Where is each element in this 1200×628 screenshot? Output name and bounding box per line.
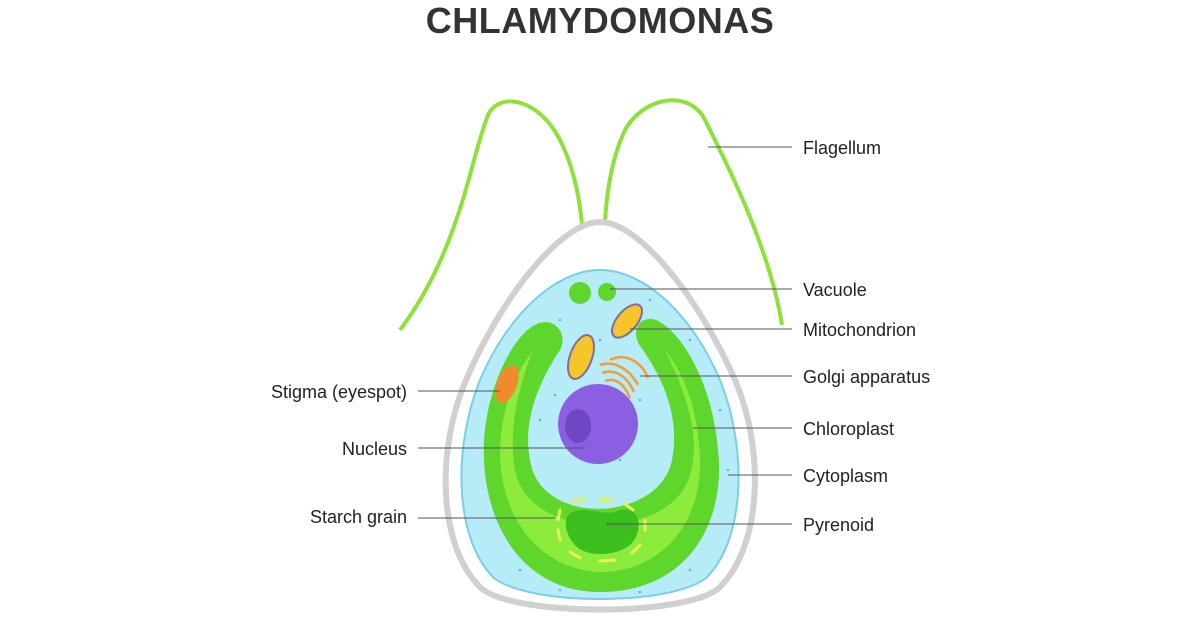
flagellum-left bbox=[398, 99, 588, 332]
mitochondrion bbox=[611, 303, 643, 339]
label-mitochondrion: Mitochondrion bbox=[803, 320, 916, 340]
stigma bbox=[495, 364, 519, 404]
vacuole bbox=[598, 283, 616, 301]
label-golgi: Golgi apparatus bbox=[803, 367, 930, 387]
diagram-title: CHLAMYDOMONAS bbox=[425, 0, 775, 41]
pyrenoid bbox=[565, 509, 639, 554]
label-chloroplast: Chloroplast bbox=[803, 419, 894, 439]
vacuole bbox=[569, 282, 591, 304]
label-flagellum: Flagellum bbox=[803, 138, 881, 158]
label-stigma: Stigma (eyespot) bbox=[271, 382, 407, 402]
label-cytoplasm: Cytoplasm bbox=[803, 466, 888, 486]
nucleolus bbox=[565, 409, 591, 443]
starch-grains bbox=[556, 497, 647, 563]
label-vacuole: Vacuole bbox=[803, 280, 867, 300]
label-nucleus: Nucleus bbox=[342, 439, 407, 459]
chloroplast-inner bbox=[500, 350, 701, 572]
mitochondrion bbox=[567, 334, 595, 380]
nucleus bbox=[558, 384, 638, 464]
golgi-apparatus bbox=[599, 355, 650, 399]
flagellum-right bbox=[601, 98, 784, 326]
label-pyrenoid: Pyrenoid bbox=[803, 515, 874, 535]
label-starch-grain: Starch grain bbox=[310, 507, 407, 527]
